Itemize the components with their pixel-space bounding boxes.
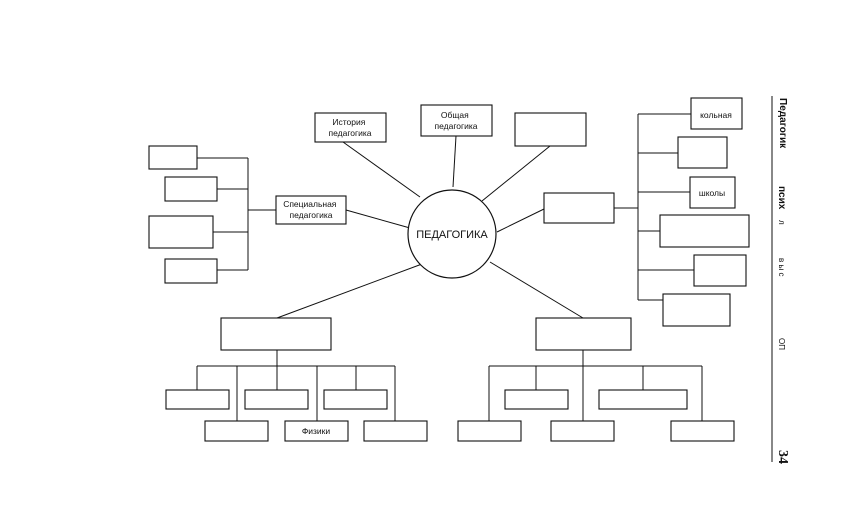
spoke-special [345,209,411,229]
node-br-leaf-5 [670,420,735,442]
connector-lines [196,113,703,421]
margin-frag-vys: в ы с [777,258,786,277]
node-bl-leaf-1 [165,389,230,410]
spoke-right [496,208,545,233]
node-bl-leaf-4 [204,420,269,442]
node-left-leaf-2 [164,176,218,202]
node-bl-leaf-6 [363,420,428,442]
center-node: ПЕДАГОГИКА [407,189,497,279]
node-right-leaf-2 [677,136,728,169]
general-line-2: педагогика [435,121,478,131]
page-number: 34 [775,450,790,464]
node-left-leaf-3 [148,215,214,249]
node-empty-right [543,192,615,224]
spoke-top-right [481,145,551,202]
node-br-leaf-1 [504,389,569,410]
spoke-history [342,141,421,198]
node-right-leaf-5 [693,254,747,287]
history-label: История педагогика [329,117,372,138]
margin-frag-psych: псих [776,186,787,210]
history-line-2: педагогика [329,128,372,138]
node-br-leaf-2 [598,389,688,410]
svg-text:школы: школы [699,188,725,198]
node-br-leaf-4 [550,420,615,442]
center-label: ПЕДАГОГИКА [416,229,488,241]
spoke-bottom-left [276,263,423,319]
node-br-leaf-3 [457,420,522,442]
node-right-leaf-4 [659,214,750,248]
spoke-bottom-right [489,261,584,319]
general-line-1: Общая [441,110,469,120]
node-history: История педагогика [314,112,387,143]
node-left-leaf-4 [164,258,218,284]
history-line-1: История [332,117,365,127]
node-left-leaf-1 [148,145,198,170]
center-circle [407,189,497,279]
node-bl-leaf-3 [323,389,388,410]
node-right-leaf-6 [662,293,731,327]
margin-frag-op: ОП [777,338,786,350]
svg-text:кольная: кольная [700,110,732,120]
node-bl-leaf-2 [244,389,309,410]
special-line-1: Специальная [283,199,337,209]
special-label: Специальная педагогика [283,199,339,220]
node-general: Общая педагогика [420,104,493,137]
node-special: Специальная педагогика [275,195,347,225]
spoke-general [452,135,457,188]
margin-title: Педагогик [777,98,788,149]
margin-frag-l: л [777,220,786,225]
special-line-2: педагогика [290,210,333,220]
node-school-top: кольная [690,97,743,130]
node-empty-top-right [514,112,587,147]
svg-text:Физики: Физики [302,426,331,436]
node-bottom-right [535,317,632,351]
node-physics: Физики [284,420,349,442]
node-schools: школы [689,176,736,209]
general-label: Общая педагогика [435,110,478,131]
node-bottom-left [220,317,332,351]
